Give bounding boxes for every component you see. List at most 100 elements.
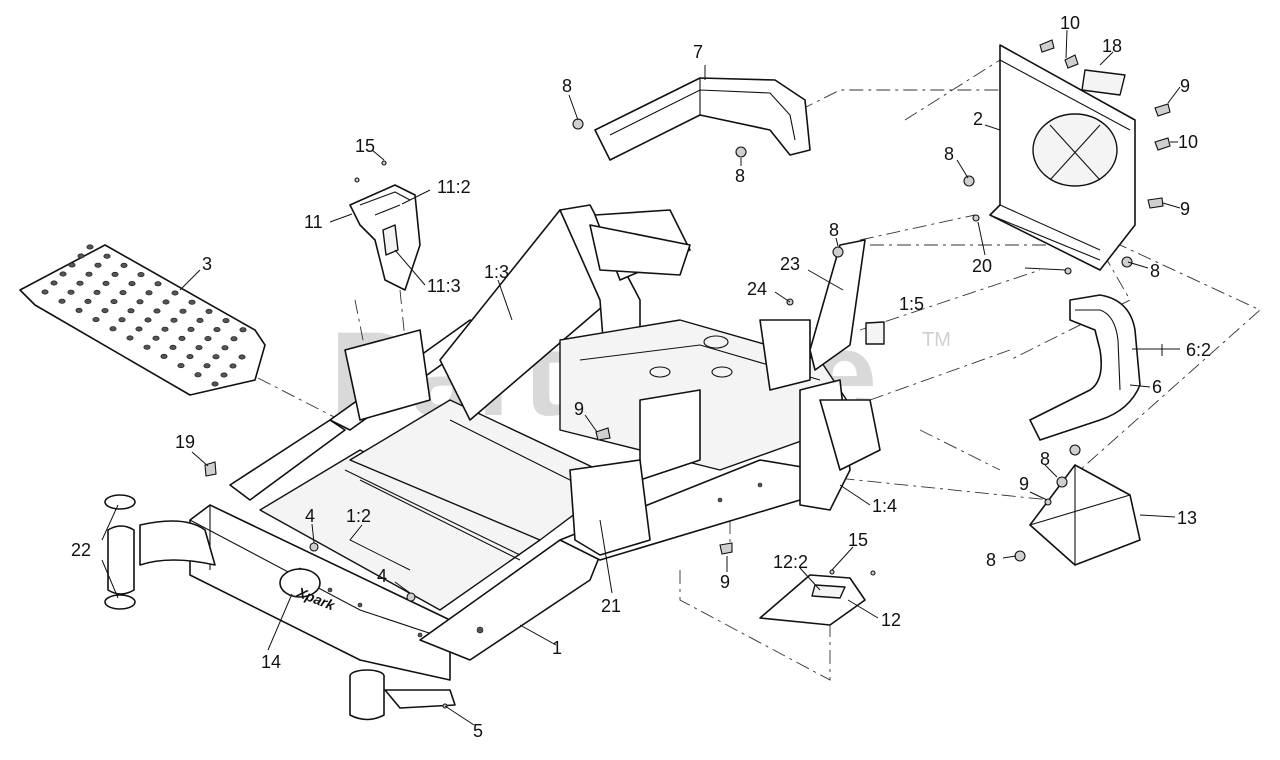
footplate-hole [102, 280, 110, 286]
footplate-hole [160, 353, 168, 359]
callout-22: 22 [71, 540, 91, 560]
footplate-hole [92, 317, 100, 323]
footplate-hole [186, 354, 194, 360]
footplate-hole [144, 317, 152, 323]
footplate-hole [229, 363, 237, 369]
watermark-trademark: TM [922, 329, 951, 351]
footplate-hole [230, 336, 238, 342]
footplate-hole [222, 318, 230, 324]
callout-3: 3 [202, 254, 212, 274]
callout-11-2: 11:2 [437, 177, 471, 197]
footplate-hole [111, 271, 119, 277]
footplate-hole [143, 344, 151, 350]
footplate-hole [118, 317, 126, 323]
console-bracket-11 [349, 184, 421, 291]
callout-2: 2 [973, 109, 983, 129]
footplate-hole [203, 363, 211, 369]
footplate-hole [153, 308, 161, 314]
footplate-hole [213, 327, 221, 333]
callout-1: 1 [552, 638, 562, 658]
footplate-hole [136, 299, 144, 305]
callout-6-2: 6:2 [1186, 340, 1211, 360]
footplate-hole [162, 299, 170, 305]
callout-9: 9 [720, 572, 730, 592]
callout-9: 9 [1019, 474, 1029, 494]
callout-20: 20 [972, 256, 992, 276]
callout-1-4: 1:4 [872, 496, 897, 516]
footplate-hole [58, 298, 66, 304]
callout-11: 11 [304, 212, 323, 232]
footplate-hole [188, 299, 196, 305]
footplate-hole [84, 298, 92, 304]
footplate-hole [169, 344, 177, 350]
fender-7 [594, 77, 811, 161]
callout-23: 23 [780, 254, 800, 274]
footplate-hole [145, 290, 153, 296]
footplate-hole [211, 381, 219, 387]
footplate-hole [171, 290, 179, 296]
callout-8: 8 [1040, 449, 1050, 469]
callout-8: 8 [735, 166, 745, 186]
callout-8: 8 [562, 76, 572, 96]
footplate-hole [178, 335, 186, 341]
footplate-hole [152, 335, 160, 341]
footplate-hole [119, 290, 127, 296]
callout-18: 18 [1102, 36, 1122, 56]
footplate-hole [76, 280, 84, 286]
footplate-hole [194, 372, 202, 378]
callout-1-5: 1:5 [899, 294, 924, 314]
footplate-hole [238, 354, 246, 360]
footplate-hole [94, 262, 102, 268]
callout-21: 21 [601, 596, 621, 616]
footplate-hole [86, 244, 94, 250]
footplate-hole [110, 299, 118, 305]
callout-9: 9 [574, 399, 584, 419]
callout-9: 9 [1180, 199, 1190, 219]
callout-19: 19 [175, 432, 195, 452]
callout-8: 8 [1150, 261, 1160, 281]
footplate-hole [67, 289, 75, 295]
footplate-hole [137, 272, 145, 278]
callout-5: 5 [473, 721, 483, 741]
footplate-hole [59, 271, 67, 277]
callout-13: 13 [1177, 508, 1197, 528]
footplate-hole [101, 308, 109, 314]
callout-14: 14 [261, 652, 281, 672]
footplate-hole [103, 253, 111, 259]
hardware [204, 39, 1171, 709]
footplate-hole [93, 289, 101, 295]
callout-12: 12 [881, 610, 901, 630]
footplate-hole [205, 308, 213, 314]
back-panel-2 [989, 44, 1136, 271]
footplate-hole [239, 327, 247, 333]
footplate-hole [68, 262, 76, 268]
mount-23 [809, 239, 866, 371]
footplate-hole [196, 317, 204, 323]
footplate-hole [109, 326, 117, 332]
callout-12-2: 12:2 [773, 552, 808, 572]
callout-8: 8 [829, 220, 839, 240]
footplate-hole [128, 281, 136, 287]
callout-4: 4 [377, 566, 387, 586]
footplate-hole [195, 345, 203, 351]
footplate-hole [161, 326, 169, 332]
callout-7: 7 [693, 42, 703, 62]
leader-lines [101, 29, 1181, 726]
callout-9: 9 [1180, 76, 1190, 96]
footplate-hole [126, 335, 134, 341]
footplate-hole [41, 289, 49, 295]
footplate-hole [135, 326, 143, 332]
callout-10: 10 [1060, 13, 1080, 33]
footplate-hole [127, 308, 135, 314]
footplate-hole [75, 307, 83, 313]
callout-8: 8 [986, 550, 996, 570]
footplate-hole [204, 336, 212, 342]
main-frame [189, 204, 881, 721]
callout-24: 24 [747, 279, 767, 299]
footplate-hole [50, 280, 58, 286]
callout-8: 8 [944, 144, 954, 164]
callout-1-2: 1:2 [346, 506, 371, 526]
callout-10: 10 [1178, 132, 1198, 152]
footplate-hole [120, 262, 128, 268]
